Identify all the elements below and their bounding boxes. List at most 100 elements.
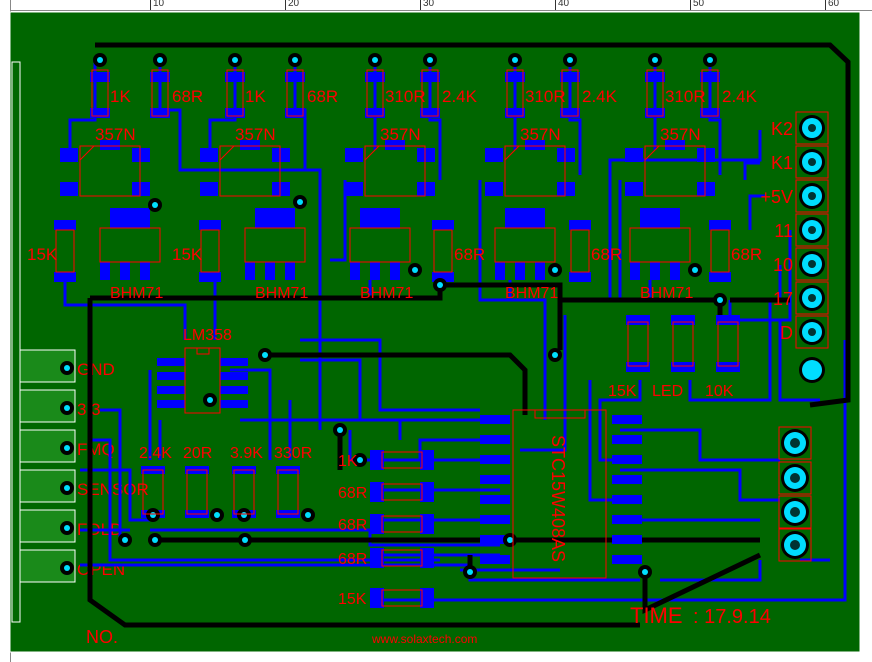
smd-pad [285, 262, 295, 280]
mcu-notch [534, 409, 586, 419]
edge-pin-label: OPEN [77, 560, 125, 579]
resistor-body [570, 229, 590, 273]
via-hole [357, 457, 363, 463]
ic-pin [157, 358, 185, 366]
mcu-pin [480, 535, 510, 544]
smd-pad [645, 108, 665, 118]
smd-pad [485, 148, 503, 162]
smd-pad [557, 182, 575, 196]
resistor-label: 68R [338, 551, 367, 568]
resistor-body [421, 69, 439, 117]
edge-pin-label: FMQ [77, 440, 115, 459]
via-hole [232, 57, 238, 63]
via-hole [512, 57, 518, 63]
smd-pad [417, 182, 435, 196]
via-hole [150, 512, 156, 518]
edge-pad-hole [64, 525, 70, 531]
via-hole [412, 267, 418, 273]
resistor-label: 330R [274, 445, 312, 462]
smd-pad [432, 220, 454, 230]
via-hole [152, 202, 158, 208]
header-outline [795, 281, 829, 315]
header-pin-label: 17 [773, 289, 793, 309]
connector-outline [778, 461, 812, 495]
regulator-body [629, 227, 691, 263]
smd-pad [370, 482, 384, 502]
smd-pad [569, 272, 591, 282]
smd-pad [255, 208, 295, 228]
smd-pad [350, 262, 360, 280]
resistor-body [200, 229, 220, 273]
ruler-tick [150, 0, 151, 10]
ruler-tick [690, 0, 691, 10]
smd-pad [272, 148, 290, 162]
resistor-body [710, 229, 730, 273]
smd-pad [626, 315, 650, 325]
mcu-pin [480, 515, 510, 524]
smd-pad [716, 315, 740, 325]
via-hole [507, 537, 513, 543]
edge-pad-hole [64, 365, 70, 371]
via-hole [467, 569, 473, 575]
board-number-label: NO. [86, 627, 118, 647]
header-hole [808, 226, 816, 234]
via-hole [642, 569, 648, 575]
smd-pad [569, 220, 591, 230]
ruler-label: 50 [693, 0, 705, 9]
ic-pin [220, 358, 248, 366]
resistor-body [701, 69, 719, 117]
connector-outline [778, 495, 812, 529]
resistor-body [277, 469, 299, 515]
via-hole [552, 267, 558, 273]
regulator-body [99, 227, 161, 263]
resistor-label: 310R [525, 87, 566, 106]
smd-pad [200, 148, 218, 162]
via-hole [707, 57, 713, 63]
via-hole [152, 537, 158, 543]
ruler-label: 30 [423, 0, 435, 9]
date-label: : 17.9.14 [693, 606, 771, 628]
via-hole [122, 537, 128, 543]
resistor-body [233, 469, 255, 515]
smd-pad [225, 108, 245, 118]
smd-pad [199, 272, 221, 282]
resistor-label: 15K [338, 591, 367, 608]
smd-pad [285, 72, 305, 82]
smd-pad [485, 182, 503, 196]
via-hole [437, 282, 443, 288]
smd-pad [417, 148, 435, 162]
smd-pad [345, 182, 363, 196]
smd-pad [265, 262, 275, 280]
connector-outline [778, 426, 812, 460]
smd-pad [390, 262, 400, 280]
silkscreen-layer [55, 69, 739, 607]
resistor-label: 310R [385, 87, 426, 106]
ruler-tick [555, 0, 556, 10]
resistor-label: 68R [454, 245, 485, 264]
transistor-mark [219, 145, 235, 161]
ruler-label: 60 [828, 0, 840, 9]
via-hole [297, 199, 303, 205]
regulator-label: BHM71 [505, 285, 558, 302]
smd-pad [505, 108, 525, 118]
via-hole [337, 427, 343, 433]
time-label: TIME [630, 603, 683, 628]
resistor-label: 2.4K [442, 87, 478, 106]
regulator-label: BHM71 [640, 285, 693, 302]
mcu-pin [612, 435, 642, 444]
resistor-label: 2.4K [139, 445, 172, 462]
transistor-label: 357N [660, 125, 701, 144]
smd-pad [365, 108, 385, 118]
resistor-label: 2.4K [722, 87, 758, 106]
resistor-label: 68R [338, 517, 367, 534]
smd-pad [495, 262, 505, 280]
smd-pad [645, 72, 665, 82]
via-hole [305, 512, 311, 518]
smd-pad [60, 182, 78, 196]
mcu-pin [612, 495, 642, 504]
board-outline [9, 11, 861, 653]
resistor-label: 68R [172, 87, 203, 106]
resistor-body [381, 589, 423, 607]
